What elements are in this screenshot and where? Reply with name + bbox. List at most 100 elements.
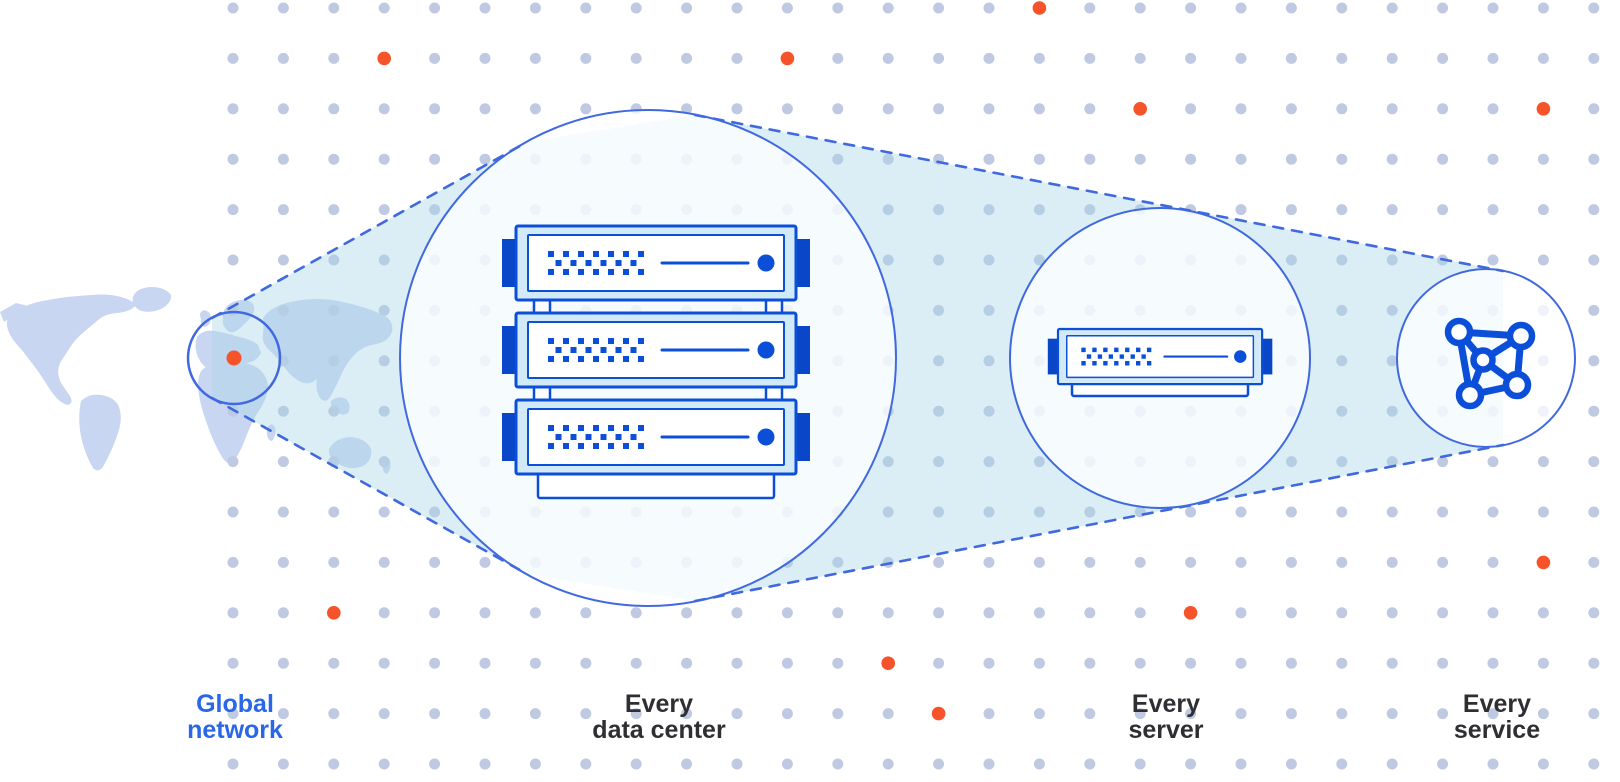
grid-dot [832,2,844,14]
grid-dot [1386,52,1398,64]
grid-dot [227,254,239,266]
accent-dot [780,51,795,66]
grid-dot [1487,657,1499,669]
grid-dot [429,506,441,518]
grid-dot [1336,405,1348,417]
grid-dot [1386,556,1398,568]
grid-dot [580,708,592,720]
grid-dot [1537,52,1549,64]
grid-dot [630,52,642,64]
grid-dot [1386,304,1398,316]
grid-dot [1134,657,1146,669]
grid-dot [1588,204,1600,216]
grid-dot [1336,607,1348,619]
grid-dot [580,607,592,619]
grid-dot [1537,758,1549,770]
grid-dot [1537,2,1549,14]
grid-dot [1487,758,1499,770]
grid-dot [1336,153,1348,165]
grid-dot [328,52,340,64]
grid-dot [1487,204,1499,216]
grid-dot [1134,758,1146,770]
grid-dot [731,2,743,14]
grid-dot [378,607,390,619]
label-every-data-center: Every data center [592,691,725,743]
grid-dot [227,758,239,770]
grid-dot [983,506,995,518]
grid-dot [1537,657,1549,669]
grid-dot [781,607,793,619]
grid-dot [328,204,340,216]
grid-dot [1185,657,1197,669]
grid-dot [832,153,844,165]
network-graph-icon [1444,317,1536,410]
grid-dot [378,708,390,720]
grid-dot [1084,153,1096,165]
grid-dot [1033,556,1045,568]
grid-dot [933,204,945,216]
grid-dot [1386,254,1398,266]
grid-dot [731,708,743,720]
grid-dot [983,708,995,720]
grid-dot [1336,204,1348,216]
grid-dot [1185,103,1197,115]
grid-dot [429,708,441,720]
grid-dot [983,657,995,669]
grid-dot [1537,506,1549,518]
grid-dot [529,758,541,770]
label-global-network: Global network [187,691,283,743]
grid-dot [378,758,390,770]
grid-dot [227,103,239,115]
accent-dot [881,656,895,670]
grid-dot [1386,708,1398,720]
grid-dot [580,2,592,14]
grid-dot [983,304,995,316]
server-rack-icon [500,224,812,500]
grid-dot [1185,556,1197,568]
grid-dot [328,556,340,568]
grid-dot [479,103,491,115]
accent-dot [327,606,341,620]
grid-dot [328,758,340,770]
grid-dot [580,657,592,669]
grid-dot [1033,103,1045,115]
grid-dot [1588,607,1600,619]
grid-dot [1033,52,1045,64]
grid-dot [277,456,289,468]
grid-dot [1134,708,1146,720]
grid-dot [1386,153,1398,165]
grid-dot [731,52,743,64]
grid-dot [529,52,541,64]
grid-dot [630,758,642,770]
grid-dot [983,204,995,216]
grid-dot [1537,708,1549,720]
grid-dot [1285,204,1297,216]
accent-dot [1183,606,1198,620]
grid-dot [1588,52,1600,64]
grid-dot [277,204,289,216]
grid-dot [1588,657,1600,669]
grid-dot [933,405,945,417]
grid-dot [731,607,743,619]
grid-dot [529,2,541,14]
grid-dot [1084,758,1096,770]
location-marker-icon [226,350,242,366]
grid-dot [1285,153,1297,165]
grid-dot [681,103,693,115]
grid-dot [933,758,945,770]
grid-dot [1235,204,1247,216]
grid-dot [429,758,441,770]
grid-dot [731,657,743,669]
grid-dot [429,2,441,14]
grid-dot [1487,2,1499,14]
grid-dot [529,657,541,669]
grid-dot [328,355,340,367]
grid-dot [933,52,945,64]
grid-dot [1487,153,1499,165]
grid-dot [882,456,894,468]
accent-dot [1536,555,1551,570]
grid-dot [378,254,390,266]
grid-dot [1336,254,1348,266]
grid-dot [1033,758,1045,770]
grid-dot [983,405,995,417]
